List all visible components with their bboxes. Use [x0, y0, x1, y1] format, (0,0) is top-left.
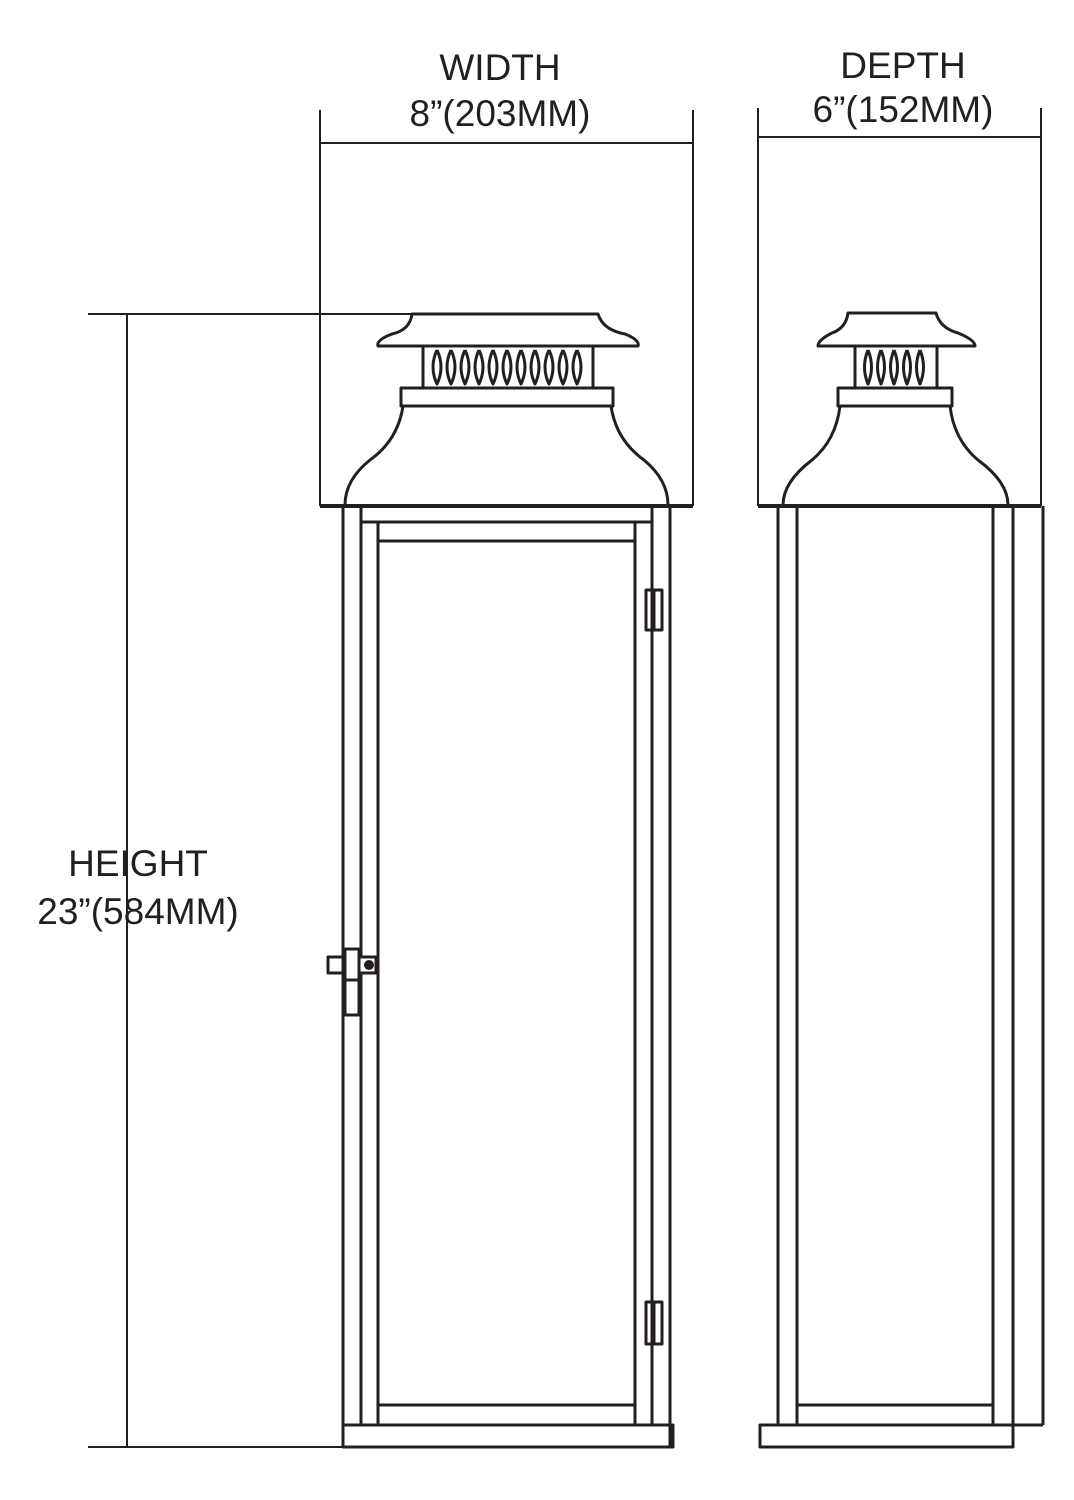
width-value: 8”(203MM) — [410, 93, 591, 134]
height-dimension-lines — [88, 313, 412, 1448]
depth-value: 6”(152MM) — [813, 89, 994, 130]
door-latch — [326, 947, 378, 1017]
width-label: WIDTH — [439, 47, 560, 88]
front-view-lantern — [320, 312, 693, 1449]
vent-pattern — [431, 349, 583, 386]
height-value: 23”(584MM) — [37, 891, 239, 932]
depth-dimension-lines — [757, 108, 1042, 506]
width-dimension-lines — [319, 110, 694, 506]
side-view-lantern — [758, 311, 1045, 1449]
depth-label: DEPTH — [840, 45, 965, 86]
height-label: HEIGHT — [68, 843, 208, 884]
